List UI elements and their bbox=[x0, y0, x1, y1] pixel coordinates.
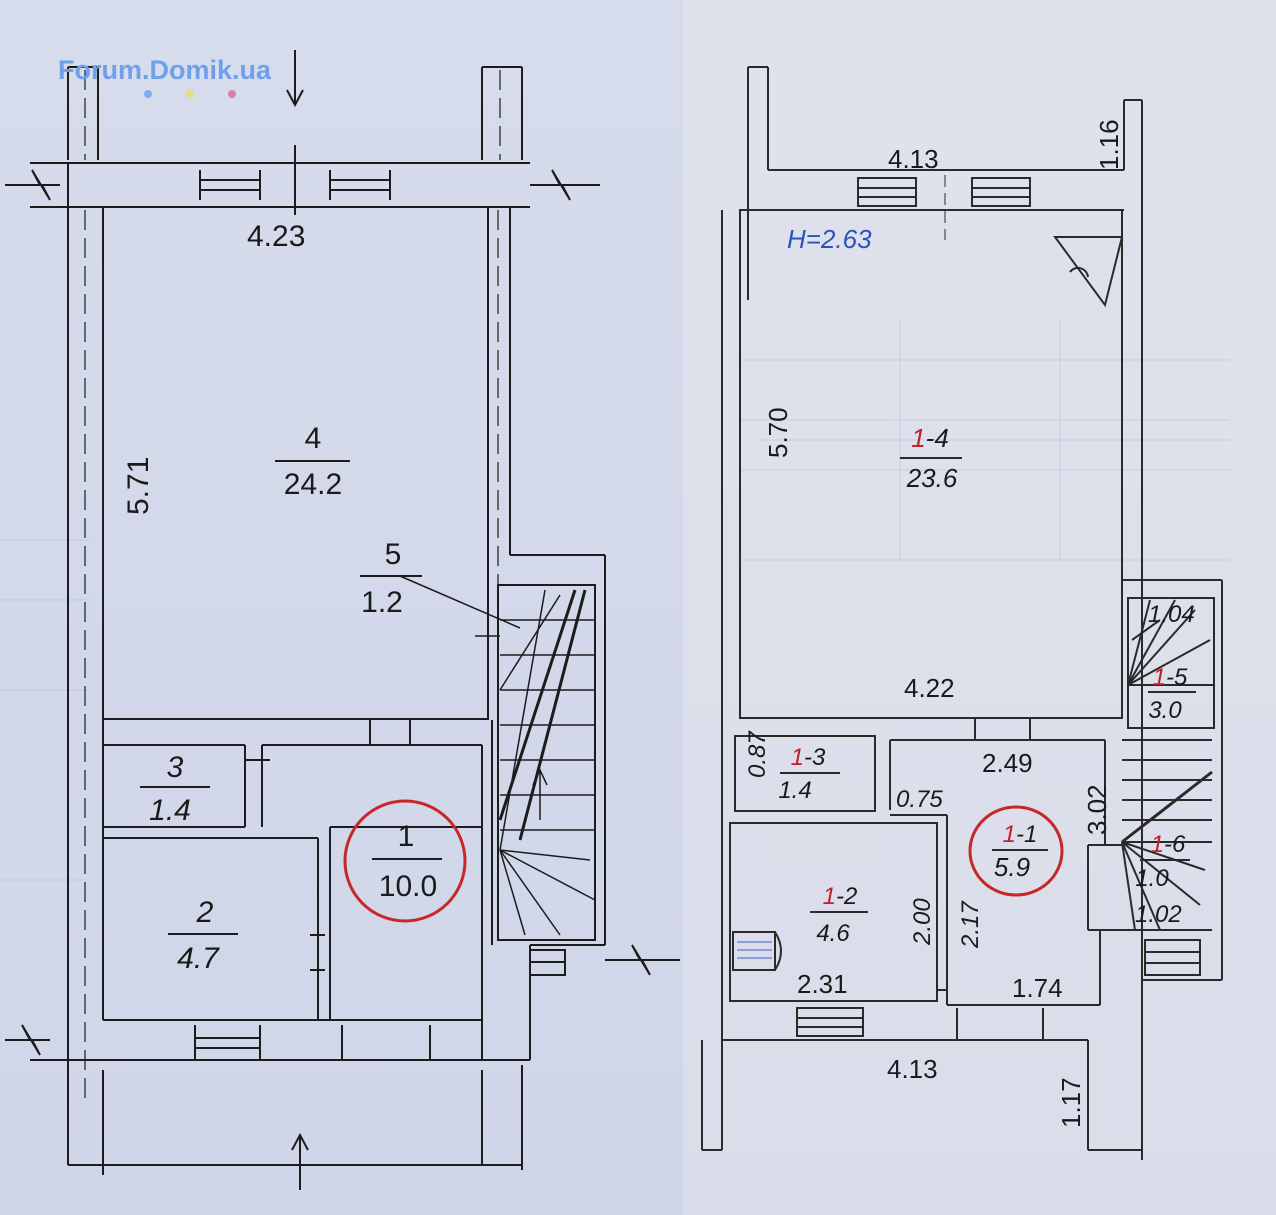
right-dim-bottom-width: 4.13 bbox=[887, 1054, 938, 1084]
right-dim-stair-top: 1.04 bbox=[1148, 601, 1195, 628]
room-4-area: 24.2 bbox=[284, 468, 342, 501]
left-dim-height: 5.71 bbox=[122, 457, 155, 515]
left-highlight-circle bbox=[343, 799, 467, 923]
right-dim-hall-side: 3.02 bbox=[1082, 784, 1112, 835]
room-1-1-area: 5.9 bbox=[994, 852, 1030, 882]
room-1-4-number: 1-4 bbox=[911, 423, 949, 453]
room-5-area: 1.2 bbox=[361, 586, 403, 619]
room-1-6-area: 1.0 bbox=[1135, 865, 1169, 892]
ceiling-height: H=2.63 bbox=[787, 224, 872, 254]
room-3-area: 1.4 bbox=[149, 794, 191, 827]
right-dim-top-width: 4.13 bbox=[888, 144, 939, 174]
room-1-6-number: 1-6 bbox=[1151, 831, 1186, 858]
room-3-number: 3 bbox=[167, 751, 184, 784]
room-1-area: 10.0 bbox=[379, 870, 437, 903]
left-plan bbox=[5, 50, 680, 1190]
right-faint-table bbox=[740, 320, 1230, 561]
room-1-3-area: 1.4 bbox=[778, 777, 811, 804]
room-1-2-area: 4.6 bbox=[816, 920, 850, 947]
room-5-number: 5 bbox=[385, 538, 402, 571]
right-dim-hall-left: 2.17 bbox=[957, 900, 984, 949]
right-dim-hall-bottom: 1.74 bbox=[1012, 973, 1063, 1003]
room-1-3-number: 1-3 bbox=[791, 744, 826, 771]
right-highlight-circle bbox=[968, 805, 1064, 897]
left-dim-top-width: 4.23 bbox=[247, 220, 305, 253]
right-dim-room4-bottom: 4.22 bbox=[904, 673, 955, 703]
room-1-5-area: 3.0 bbox=[1148, 697, 1182, 724]
room-1-1-number: 1-1 bbox=[1003, 821, 1038, 848]
right-dim-bottom-right: 1.17 bbox=[1056, 1077, 1086, 1128]
right-dim-room3-height: 0.87 bbox=[744, 730, 771, 778]
right-plan-photo bbox=[683, 0, 1276, 1215]
watermark: Forum.Domik.ua bbox=[58, 55, 272, 85]
room-2-area: 4.7 bbox=[177, 942, 220, 975]
room-1-5-number: 1-5 bbox=[1153, 664, 1188, 691]
right-dim-height: 5.70 bbox=[763, 407, 793, 458]
room-1-number: 1 bbox=[398, 820, 415, 853]
room-1-4-area: 23.6 bbox=[906, 463, 958, 493]
left-faint-table bbox=[0, 539, 90, 881]
right-dim-room2-height: 2.00 bbox=[909, 898, 936, 946]
room-4-number: 4 bbox=[305, 422, 322, 455]
room-2-number: 2 bbox=[196, 896, 214, 929]
right-dim-door-width: 0.75 bbox=[896, 786, 943, 813]
right-dim-room2-bottom: 2.31 bbox=[797, 969, 848, 999]
room-1-2-number: 1-2 bbox=[823, 883, 858, 910]
watermark-dots bbox=[144, 90, 236, 98]
right-dim-hall-top: 2.49 bbox=[982, 748, 1033, 778]
right-dim-stair-bottom: 1.02 bbox=[1135, 901, 1182, 928]
right-plan bbox=[701, 66, 1223, 1160]
right-dim-top-right: 1.16 bbox=[1094, 119, 1124, 170]
